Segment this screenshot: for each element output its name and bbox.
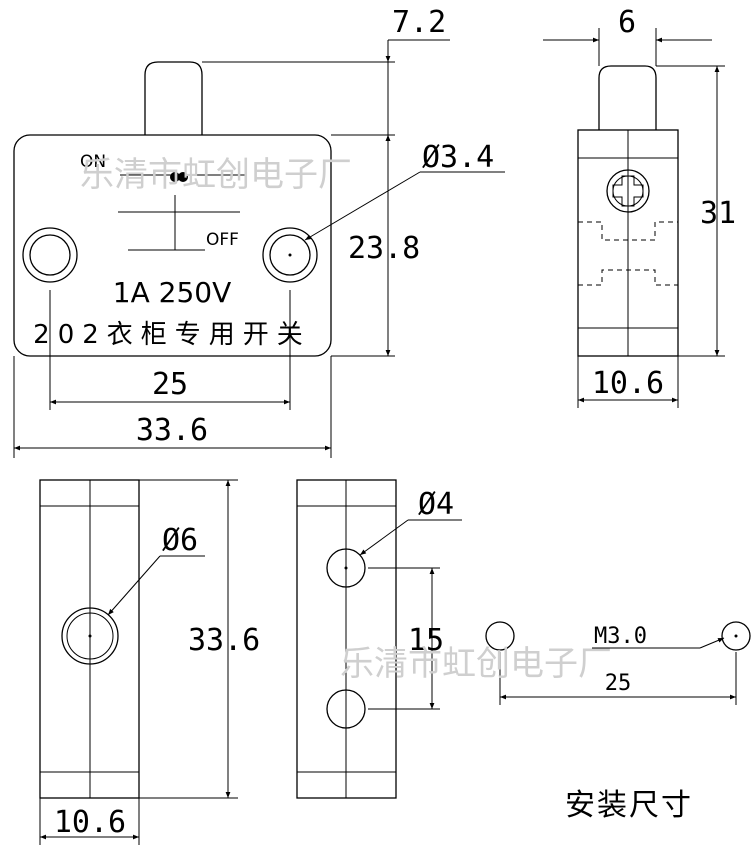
dim-mount-screw: M3.0 bbox=[594, 624, 647, 649]
side-view bbox=[577, 65, 679, 357]
dim-mount-spacing: 25 bbox=[605, 671, 632, 696]
dim-back-hole: Ø4 bbox=[418, 487, 454, 522]
dim-bottom-hole: Ø6 bbox=[162, 523, 198, 558]
back-view bbox=[296, 479, 397, 799]
dim-actuator-width: 6 bbox=[618, 5, 636, 40]
left-hole-inner bbox=[29, 234, 71, 276]
watermark-top: 乐清市虹创电子厂 bbox=[80, 155, 352, 195]
front-view: ON OFF 1A 250V 202衣柜专用开关 bbox=[13, 61, 332, 357]
off-label: OFF bbox=[206, 230, 239, 250]
front-actuator bbox=[144, 61, 203, 135]
dim-bottom-length: 33.6 bbox=[188, 623, 260, 658]
dim-total-height: 31 bbox=[700, 196, 736, 231]
dim-hole-spacing: 25 bbox=[152, 367, 188, 402]
back-dimensions: Ø4 15 bbox=[359, 487, 462, 710]
product-name-label: 202衣柜专用开关 bbox=[33, 320, 311, 350]
on-label: ON bbox=[80, 152, 106, 172]
right-hole-outer bbox=[262, 227, 318, 283]
dim-actuator-height: 7.2 bbox=[392, 5, 446, 40]
bottom-dimensions: Ø6 33.6 10.6 bbox=[39, 479, 260, 845]
dim-bottom-depth: 10.6 bbox=[54, 805, 126, 840]
watermark-bottom: 乐清市虹创电子厂 bbox=[340, 644, 612, 684]
dim-body-height: 23.8 bbox=[348, 231, 420, 266]
right-hole-inner bbox=[269, 234, 311, 276]
bottom-view bbox=[39, 479, 140, 799]
dim-body-width: 33.6 bbox=[136, 413, 208, 448]
mounting-view: M3.0 25 安装尺寸 bbox=[485, 621, 751, 823]
front-body bbox=[13, 134, 332, 357]
left-hole-outer bbox=[22, 227, 78, 283]
mount-title: 安装尺寸 bbox=[565, 788, 693, 823]
dim-side-depth: 10.6 bbox=[592, 366, 664, 401]
dim-hole-diameter: Ø3.4 bbox=[422, 140, 494, 175]
rating-label: 1A 250V bbox=[113, 276, 231, 309]
dim-back-spacing: 15 bbox=[408, 623, 444, 658]
switch-symbol bbox=[118, 172, 245, 251]
front-dimensions: 7.2 23.8 Ø3.4 25 33.6 bbox=[13, 5, 505, 458]
side-dimensions: 6 31 10.6 bbox=[543, 5, 736, 408]
